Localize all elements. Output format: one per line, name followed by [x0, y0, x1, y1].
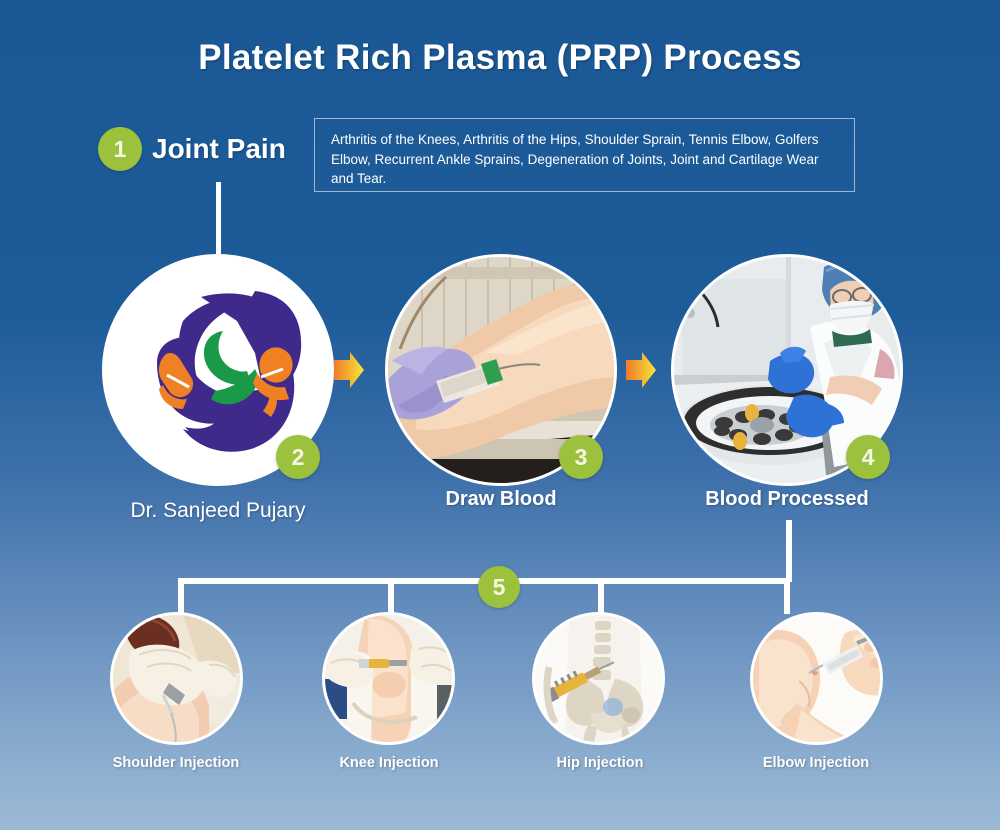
step-caption-draw-blood: Draw Blood [445, 488, 557, 510]
connector-processed-to-group [786, 520, 792, 582]
knee-joint-icon [158, 353, 194, 409]
arrow-draw-to-processed-icon [626, 352, 656, 388]
page-title: Platelet Rich Plasma (PRP) Process [198, 38, 802, 77]
injection-caption-shoulder: Shoulder Injection [112, 755, 240, 771]
step-badge-4: 4 [846, 435, 890, 479]
connector-joint-pain-to-logo [216, 182, 221, 258]
injection-image-knee [322, 612, 455, 745]
connector-drop-knee [388, 578, 394, 614]
step-badge-3: 3 [559, 435, 603, 479]
injection-caption-elbow: Elbow Injection [762, 755, 870, 771]
conditions-box: Arthritis of the Knees, Arthritis of the… [314, 118, 855, 192]
arrow-logo-to-draw-icon [334, 352, 364, 388]
injection-caption-hip: Hip Injection [556, 755, 644, 771]
conditions-text: Arthritis of the Knees, Arthritis of the… [331, 132, 819, 186]
clinic-logo-icon [105, 257, 331, 483]
injection-caption-knee: Knee Injection [339, 755, 439, 771]
step-caption-blood-processed: Blood Processed [705, 488, 869, 510]
connector-drop-hip [598, 578, 604, 614]
joint-pain-label: Joint Pain [152, 133, 286, 164]
step-badge-1: 1 [98, 127, 142, 171]
shoulder-injection-photo [113, 615, 240, 742]
connector-drop-shoulder [178, 578, 184, 614]
injection-image-shoulder [110, 612, 243, 745]
step-image-clinic-logo [102, 254, 334, 486]
injection-image-hip [532, 612, 665, 745]
hip-injection-illustration [535, 615, 662, 742]
injection-image-elbow [750, 612, 883, 745]
step-badge-2: 2 [276, 435, 320, 479]
knee-injection-photo [325, 615, 452, 742]
step-caption-doctor: Dr. Sanjeed Pujary [130, 499, 306, 522]
elbow-injection-photo [753, 615, 880, 742]
connector-drop-elbow [784, 578, 790, 614]
step-badge-5: 5 [478, 566, 520, 608]
hip-joint-icon [253, 347, 293, 417]
